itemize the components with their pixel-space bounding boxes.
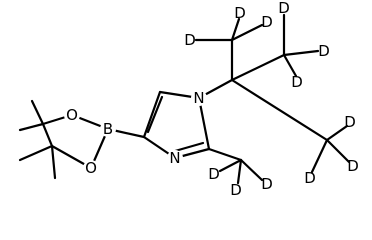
deuterium-atom-label: D <box>318 42 330 60</box>
nitrogen-atom-label: N <box>169 149 180 167</box>
deuterium-atom-label: D <box>230 181 242 199</box>
atom-label-layer: O O B N N <box>64 89 207 177</box>
oxygen-atom-label: O <box>85 159 97 177</box>
bond <box>325 138 351 164</box>
bond <box>207 147 243 162</box>
bond <box>230 23 264 42</box>
deuterium-atom-label: D <box>184 31 196 49</box>
bond <box>50 144 57 180</box>
bond <box>282 49 320 57</box>
chemical-structure-drawing: O O B N N D D D D D D D D D D D D <box>18 0 359 199</box>
bond <box>197 96 211 151</box>
deuterium-label-layer: D D D D D D D D D D D D <box>184 0 359 199</box>
bond <box>230 53 286 82</box>
bond <box>230 78 329 142</box>
bond-layer <box>18 13 351 185</box>
bond <box>239 158 264 182</box>
oxygen-atom-label: O <box>66 106 78 124</box>
deuterium-atom-label: D <box>234 4 246 22</box>
bond <box>18 122 45 132</box>
bond <box>173 141 205 153</box>
bond <box>142 90 162 139</box>
deuterium-atom-label: D <box>261 175 273 193</box>
bond <box>310 138 329 174</box>
bond <box>146 95 164 134</box>
nitrogen-atom-label: N <box>193 89 204 107</box>
bond <box>18 144 54 162</box>
bond <box>30 99 45 126</box>
bond <box>41 122 54 148</box>
deuterium-atom-label: D <box>208 165 220 183</box>
deuterium-atom-label: D <box>304 169 316 187</box>
deuterium-atom-label: D <box>261 13 273 31</box>
deuterium-atom-label: D <box>347 157 359 175</box>
bond <box>236 158 243 185</box>
bond <box>325 124 349 142</box>
deuterium-atom-label: D <box>344 113 356 131</box>
bond <box>282 53 298 78</box>
boron-atom-label: B <box>103 120 113 138</box>
deuterium-atom-label: D <box>278 0 290 17</box>
deuterium-atom-label: D <box>291 73 303 91</box>
bond <box>230 17 241 42</box>
bond <box>218 158 243 173</box>
